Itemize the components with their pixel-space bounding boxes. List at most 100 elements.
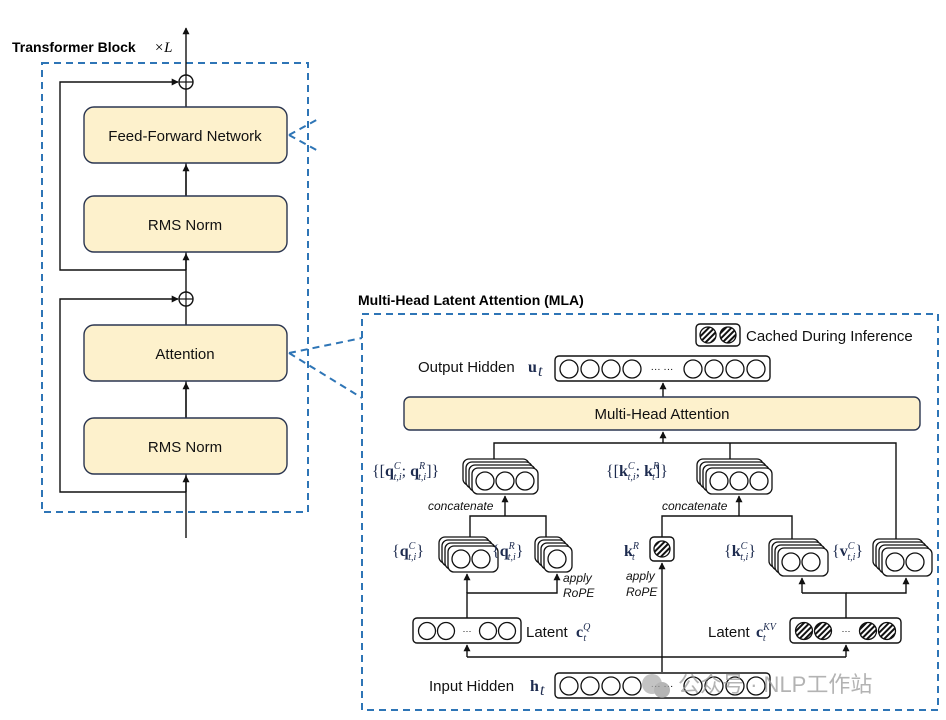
legend-label: Cached During Inference bbox=[746, 328, 913, 345]
vector-element bbox=[547, 549, 567, 569]
rope-label-q: RoPE bbox=[563, 586, 595, 600]
mha-box[interactable]: Multi-Head Attention bbox=[403, 396, 921, 431]
watermark: 公众号 · NLP工作站 bbox=[642, 672, 872, 698]
vector-element bbox=[478, 621, 498, 641]
vector-element bbox=[601, 676, 621, 696]
transformer-block-frame bbox=[41, 62, 309, 513]
rms-norm-top-label: RMS Norm bbox=[148, 217, 222, 234]
vector-element bbox=[580, 359, 600, 379]
svg-text:t: t bbox=[540, 682, 545, 699]
apply-label-q: apply bbox=[563, 571, 593, 585]
svg-text:cQt: cQt bbox=[576, 622, 591, 644]
k-c-vector-stack[interactable] bbox=[768, 538, 829, 577]
vector-element bbox=[885, 552, 905, 572]
vector-element bbox=[801, 552, 821, 572]
vector-element bbox=[709, 471, 729, 491]
output-hidden: Output Hidden u t ··· ··· bbox=[418, 355, 771, 382]
vector-element bbox=[559, 676, 579, 696]
mha-label: Multi-Head Attention bbox=[594, 406, 729, 423]
svg-text:{[qCt,i; qRt,i]}: {[qCt,i; qRt,i]} bbox=[372, 461, 439, 483]
vector-element bbox=[436, 621, 456, 641]
transformer-block-title: Transformer Block bbox=[12, 39, 136, 55]
svg-text:Latent: Latent bbox=[526, 624, 569, 641]
svg-text:h: h bbox=[530, 678, 539, 695]
residual-connection-bottom bbox=[59, 295, 186, 493]
vector-element bbox=[794, 621, 814, 641]
vector-element bbox=[877, 621, 897, 641]
vector-element bbox=[749, 471, 769, 491]
vector-element bbox=[683, 359, 703, 379]
vector-element bbox=[746, 676, 766, 696]
vector-element bbox=[813, 621, 833, 641]
q-c-vector-stack[interactable] bbox=[438, 536, 499, 573]
vector-element bbox=[559, 359, 579, 379]
vector-element bbox=[725, 676, 745, 696]
rms-norm-bottom-label: RMS Norm bbox=[148, 439, 222, 456]
vector-element bbox=[471, 549, 491, 569]
rms-norm-top-box[interactable]: RMS Norm bbox=[83, 195, 288, 253]
vector-element bbox=[704, 359, 724, 379]
concatenate-label-k: concatenate bbox=[662, 499, 728, 513]
hatched-vector-icon bbox=[699, 326, 717, 344]
v-c-vector-stack[interactable] bbox=[872, 538, 933, 577]
vector-element bbox=[495, 471, 515, 491]
vector-element bbox=[905, 552, 925, 572]
vector-element bbox=[601, 359, 621, 379]
q-concat-vector-stack[interactable] bbox=[462, 458, 539, 495]
attention-label: Attention bbox=[155, 346, 214, 363]
vector-element bbox=[781, 552, 801, 572]
svg-text:···: ··· bbox=[463, 626, 472, 636]
vector-element bbox=[729, 471, 749, 491]
svg-text:Output Hidden: Output Hidden bbox=[418, 359, 515, 376]
watermark-text: 公众号 · NLP工作站 bbox=[678, 672, 872, 697]
vector-element bbox=[704, 676, 724, 696]
k-r-vector[interactable] bbox=[649, 536, 675, 562]
mla-panel: Multi-Head Latent Attention (MLA) Cached… bbox=[358, 292, 939, 711]
svg-text:···: ··· bbox=[842, 626, 851, 636]
rms-norm-bottom-box[interactable]: RMS Norm bbox=[83, 417, 288, 475]
vector-element bbox=[858, 621, 878, 641]
attention-box[interactable]: Attention bbox=[83, 324, 288, 382]
q-r-vector-stack[interactable] bbox=[534, 536, 573, 573]
vector-element bbox=[475, 471, 495, 491]
concatenate-label-q: concatenate bbox=[428, 499, 494, 513]
attention-callout-line bbox=[288, 337, 363, 354]
ffn-box[interactable]: Feed-Forward Network bbox=[83, 106, 288, 164]
vector-element bbox=[746, 359, 766, 379]
svg-text:u: u bbox=[528, 359, 537, 376]
vector-element bbox=[417, 621, 437, 641]
svg-text:Input Hidden: Input Hidden bbox=[429, 678, 514, 695]
ffn-callout-line bbox=[288, 117, 321, 136]
mla-frame bbox=[361, 313, 939, 711]
apply-label-k: apply bbox=[626, 569, 656, 583]
cached-legend: Cached During Inference bbox=[695, 323, 913, 347]
svg-text:{[kCt,i; kRt]}: {[kCt,i; kRt]} bbox=[606, 461, 668, 483]
ffn-label: Feed-Forward Network bbox=[108, 128, 262, 145]
svg-text:t: t bbox=[538, 363, 543, 380]
k-concat-vector-stack[interactable] bbox=[696, 458, 773, 495]
vector-element bbox=[725, 359, 745, 379]
vector-element bbox=[683, 676, 703, 696]
svg-text:··· ···: ··· ··· bbox=[651, 364, 674, 375]
vector-element bbox=[451, 549, 471, 569]
rope-label-k: RoPE bbox=[626, 585, 658, 599]
residual-connection-top bbox=[59, 78, 186, 271]
transformer-block-repeat: ×L bbox=[154, 40, 172, 56]
vector-element bbox=[497, 621, 517, 641]
vector-element bbox=[580, 676, 600, 696]
vector-element bbox=[515, 471, 535, 491]
vector-element bbox=[622, 359, 642, 379]
vector-element bbox=[622, 676, 642, 696]
svg-text:Latent: Latent bbox=[708, 624, 751, 641]
mla-title: Multi-Head Latent Attention (MLA) bbox=[358, 292, 584, 308]
